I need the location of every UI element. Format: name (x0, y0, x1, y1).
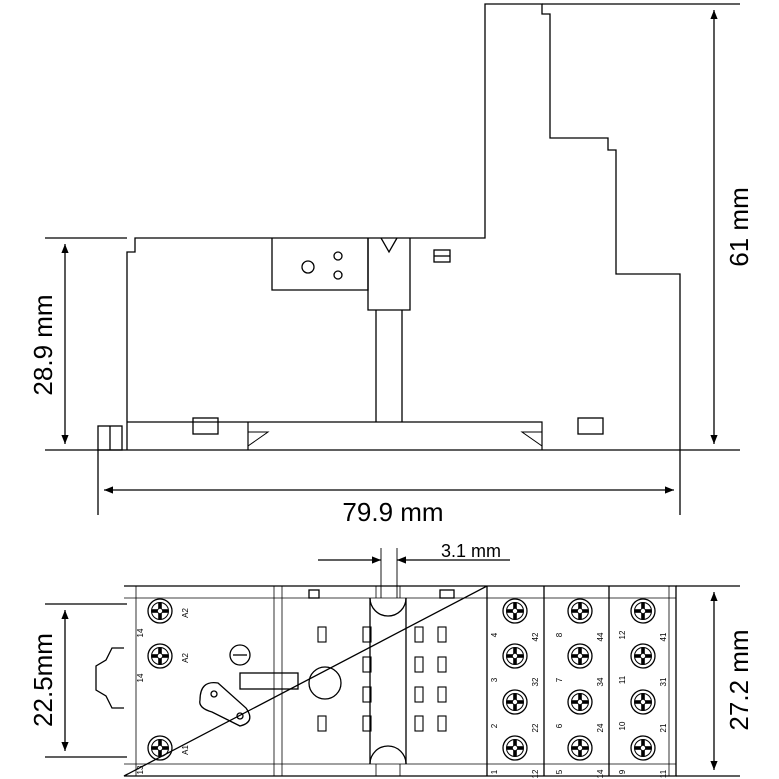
screw-terminal-block1-1 (502, 598, 528, 624)
dim-height-total-label: 61 mm (724, 187, 754, 266)
terminal-label: 11 (659, 769, 668, 778)
terminal-label: 14 (596, 769, 605, 778)
side-view (45, 3, 740, 515)
screw-terminal-block2-4 (567, 735, 593, 761)
terminal-label: 7 (555, 677, 564, 682)
screw-terminal-block1-3 (502, 689, 528, 715)
terminal-label: 31 (659, 677, 668, 686)
terminal-label: 21 (659, 723, 668, 732)
terminal-label: 10 (618, 721, 627, 730)
terminal-label: 3 (490, 677, 499, 682)
screw-terminal-block1-2 (502, 643, 528, 669)
terminal-label: 1 (490, 769, 499, 774)
terminal-label: 13 (136, 765, 145, 774)
screw-terminal-block2-1 (567, 598, 593, 624)
screw-terminal-block3-3 (630, 689, 656, 715)
screw-terminal-block3-2 (630, 643, 656, 669)
screw-terminal-left-2 (147, 643, 173, 669)
screw-terminal-block3-1 (630, 598, 656, 624)
dim-height-side-label: 28.9 mm (28, 294, 58, 395)
terminal-label: 5 (555, 769, 564, 774)
dim-height-bottom-right-label: 27.2 mm (724, 629, 754, 730)
terminal-label: 34 (596, 677, 605, 686)
terminal-label: 32 (531, 677, 540, 686)
terminal-label: A2 (181, 608, 190, 618)
terminal-label: 14 (136, 628, 145, 637)
terminal-label: 41 (659, 632, 668, 641)
terminal-label: 11 (618, 675, 627, 684)
terminal-label: 12 (531, 769, 540, 778)
screw-terminal-left-1 (147, 598, 173, 624)
top-view (45, 548, 740, 777)
dim-width-label: 79.9 mm (342, 497, 443, 527)
screw-terminal-block2-2 (567, 643, 593, 669)
terminal-label: 4 (490, 632, 499, 637)
screw-terminal-left-3 (147, 735, 173, 761)
terminal-label: 44 (596, 632, 605, 641)
terminal-label: 14 (136, 673, 145, 682)
screw-terminal-block1-4 (502, 735, 528, 761)
dim-height-bottom-left-label: 22.5mm (28, 633, 58, 727)
terminal-label: 12 (618, 630, 627, 639)
terminal-label: A2 (181, 653, 190, 663)
terminal-label: 24 (596, 723, 605, 732)
terminal-label: 8 (555, 632, 564, 637)
terminal-label: 42 (531, 632, 540, 641)
screw-terminal-block2-3 (567, 689, 593, 715)
terminal-label: 22 (531, 723, 540, 732)
terminal-label: 6 (555, 723, 564, 728)
terminal-label: 2 (490, 723, 499, 728)
terminal-label: 9 (618, 769, 627, 774)
terminal-label: A1 (181, 745, 190, 755)
screw-terminal-block3-4 (630, 735, 656, 761)
dim-pin-spacing-label: 3.1 mm (441, 541, 501, 561)
